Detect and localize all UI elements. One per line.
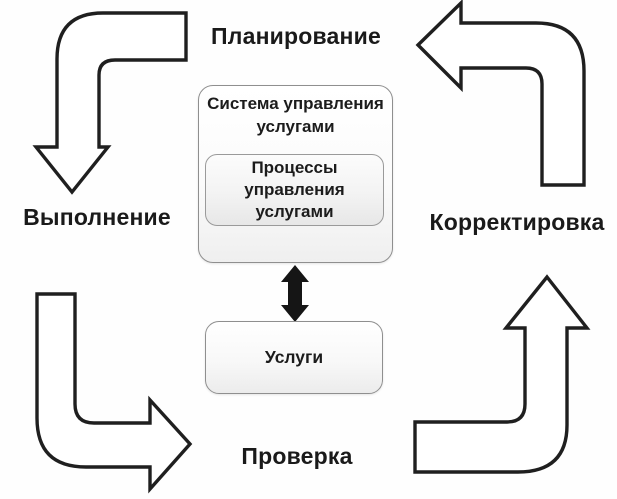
service-management-system-box: Система управления услугами Процессы упр…	[198, 85, 393, 263]
cycle-label-correction: Корректировка	[429, 209, 605, 235]
cycle-label-planning: Планирование	[211, 23, 381, 49]
bent-arrow-check-to-act-icon	[413, 274, 591, 474]
service-management-processes-label: Процессы управления услугами	[244, 158, 345, 221]
services-box-label: Услуги	[264, 347, 324, 367]
service-management-system-title: Система управления услугами	[207, 94, 384, 136]
bent-arrow-plan-to-do-icon	[32, 11, 188, 195]
bent-arrow-do-to-check-icon	[35, 292, 193, 494]
double-arrow-connector-icon	[281, 265, 309, 322]
bent-arrow-act-to-plan-icon	[415, 0, 586, 187]
service-management-processes-box: Процессы управления услугами	[205, 154, 384, 226]
cycle-label-check: Проверка	[241, 443, 353, 469]
cycle-label-execution: Выполнение	[23, 204, 171, 230]
services-box: Услуги	[205, 321, 383, 394]
